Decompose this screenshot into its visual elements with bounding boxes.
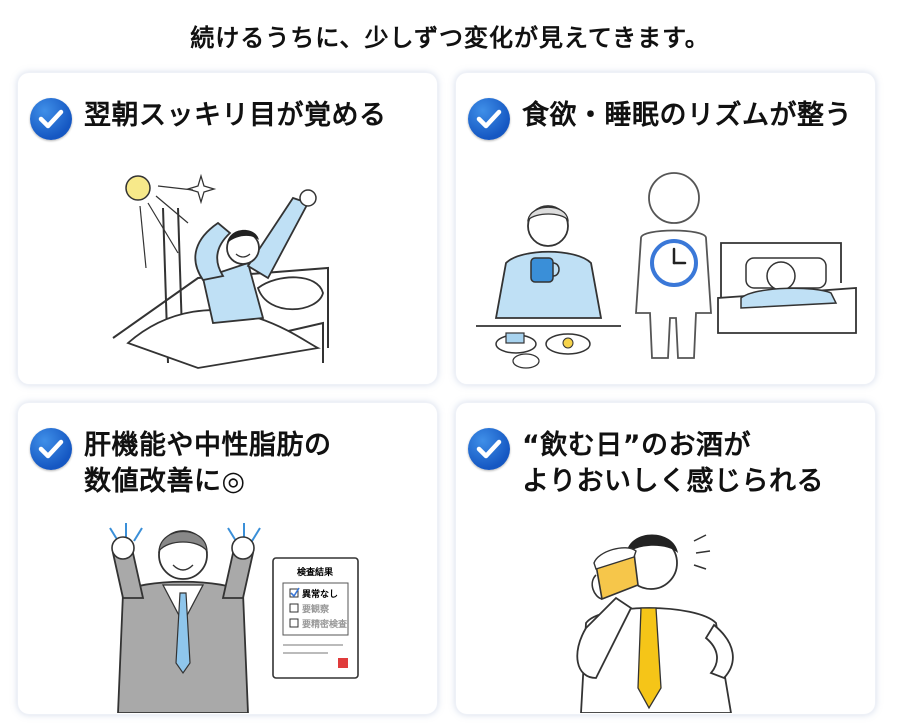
- report-title: 検査結果: [297, 566, 334, 578]
- card-title-line: “飲む日”のお酒が: [522, 430, 751, 461]
- benefit-card-rhythm: 食欲・睡眠のリズムが整う: [455, 72, 876, 385]
- card-title-line: よりおいしく感じられる: [522, 466, 824, 497]
- checkmark-icon: [30, 428, 72, 470]
- benefit-card-liver: 肝機能や中性脂肪の 数値改善に◎ 検査結果 異常なし 要観察 要: [17, 402, 438, 715]
- card-title-line: 翌朝スッキリ目が覚める: [84, 100, 387, 131]
- stamp-mark: [338, 658, 348, 668]
- checkmark-icon: [468, 428, 510, 470]
- meal-and-sleep-illustration: [476, 172, 857, 369]
- card-title-line: 肝機能や中性脂肪の: [84, 430, 332, 461]
- report-item: 要精密検査: [302, 618, 348, 630]
- checkmark-icon: [30, 98, 72, 140]
- waking-man-illustration: [112, 173, 329, 369]
- benefit-card-wake-up: 翌朝スッキリ目が覚める: [17, 72, 438, 385]
- card-title-line: 食欲・睡眠のリズムが整う: [522, 100, 852, 131]
- card-title: 翌朝スッキリ目が覚める: [84, 98, 387, 134]
- health-check-illustration: 検査結果 異常なし 要観察 要精密検査: [109, 523, 359, 713]
- report-item: 要観察: [302, 603, 330, 615]
- benefit-card-drink: “飲む日”のお酒が よりおいしく感じられる: [455, 402, 876, 715]
- card-title: 食欲・睡眠のリズムが整う: [522, 98, 852, 134]
- card-title: 肝機能や中性脂肪の 数値改善に◎: [84, 428, 332, 500]
- card-title-line: 数値改善に◎: [84, 466, 246, 497]
- drinking-man-illustration: [576, 534, 734, 713]
- page-headline: 続けるうちに、少しずつ変化が見えてきます。: [190, 24, 710, 52]
- checkmark-icon: [468, 98, 510, 140]
- report-item: 異常なし: [302, 588, 338, 600]
- card-title: “飲む日”のお酒が よりおいしく感じられる: [522, 428, 824, 500]
